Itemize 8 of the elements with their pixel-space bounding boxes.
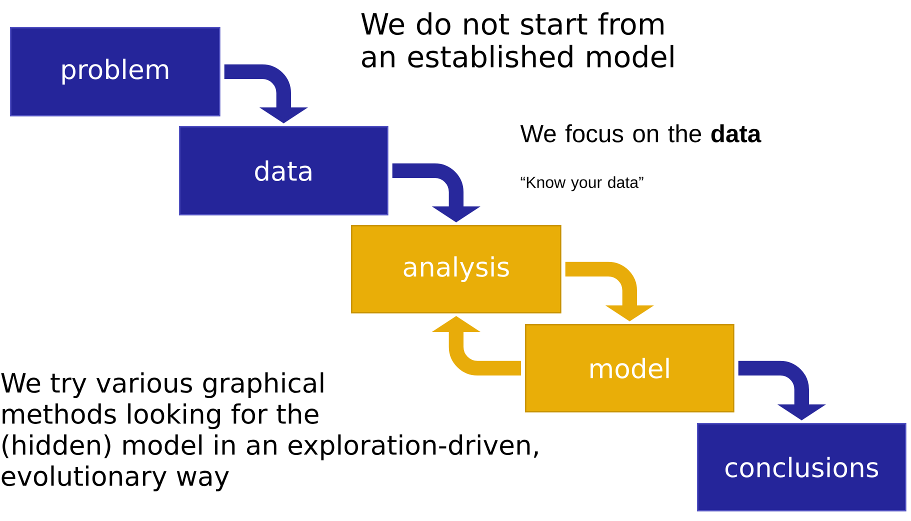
- process-box: conclusions: [697, 423, 906, 512]
- process-box: data: [179, 126, 388, 216]
- process-box: model: [525, 324, 734, 412]
- quote-note: “Know your data”: [520, 176, 644, 192]
- process-box: analysis: [351, 225, 562, 314]
- focus-note: We focus on the data: [520, 124, 762, 142]
- process-box: problem: [10, 27, 220, 116]
- top-note: We do not start from an established model: [361, 12, 674, 68]
